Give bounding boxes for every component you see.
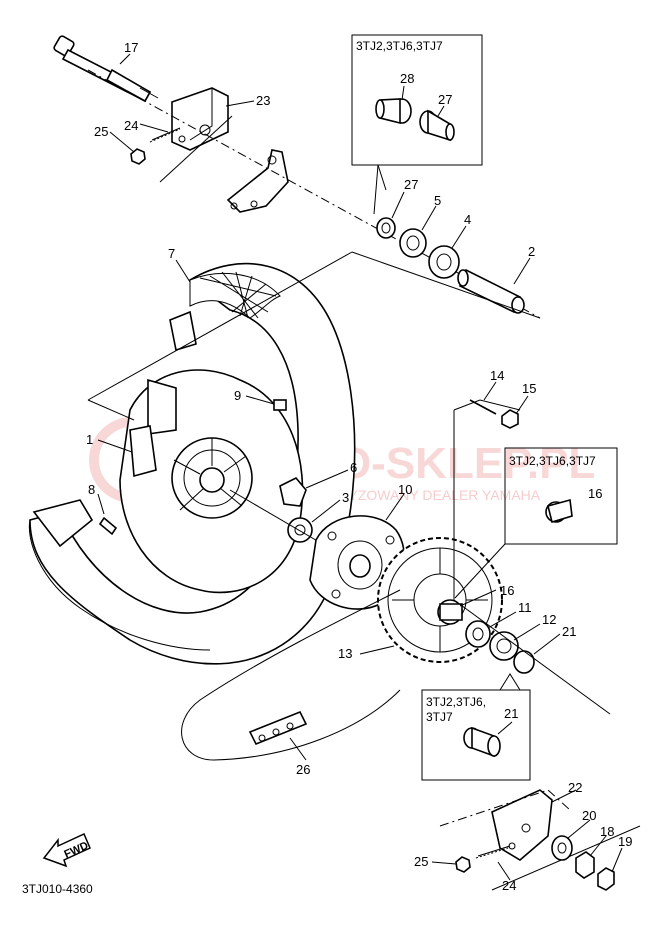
washer-20 — [551, 835, 573, 861]
nut-25-top — [130, 148, 146, 165]
nut-25-bottom — [455, 856, 471, 873]
nut-18 — [575, 851, 595, 879]
variant-box-middle: 3TJ2,3TJ6,3TJ7 — [454, 447, 618, 599]
collar-21-variant — [463, 726, 501, 758]
adjust-bolt-24-bottom — [475, 845, 511, 859]
spacer-2 — [457, 268, 525, 314]
callout-2: 2 — [528, 244, 535, 259]
watermark-sub: AUTORYZOWANY DEALER YAMAHA — [300, 487, 541, 503]
chain-adjuster-23 — [171, 87, 229, 151]
bearing-3 — [287, 517, 313, 543]
bearing-4 — [428, 245, 460, 279]
callout-labels: 17 23 24 25 28 27 27 5 4 2 7 9 1 8 6 3 1… — [86, 40, 632, 893]
callout-12: 12 — [542, 612, 556, 627]
variant-box-middle-label: 3TJ2,3TJ6,3TJ7 — [509, 454, 596, 468]
balance-weight-9 — [273, 399, 287, 411]
callout-4: 4 — [464, 212, 471, 227]
variant-box-top-label: 3TJ2,3TJ6,3TJ7 — [356, 39, 443, 53]
rear-axis-line — [453, 599, 611, 715]
callout-27-variant: 27 — [438, 92, 452, 107]
callout-11: 11 — [518, 600, 532, 615]
collar-27 — [376, 217, 396, 239]
leader-line-studs — [453, 399, 521, 411]
brake-bracket — [226, 149, 289, 213]
callout-27: 27 — [404, 177, 418, 192]
callout-21-variant: 21 — [504, 706, 518, 721]
callout-15: 15 — [522, 381, 536, 396]
nut-19 — [597, 867, 615, 891]
adjust-bolt-24 — [149, 127, 181, 143]
leader-line-axle — [351, 251, 541, 319]
leader-line-wheel — [87, 251, 353, 401]
collar-16-variant — [545, 498, 573, 524]
callout-24-top: 24 — [124, 118, 138, 133]
callout-13: 13 — [338, 646, 352, 661]
bottom-axis-line — [439, 789, 571, 827]
drawing-code: 3TJ010-4360 — [22, 882, 93, 896]
callout-20: 20 — [582, 808, 596, 823]
callout-23: 23 — [256, 93, 270, 108]
callout-8: 8 — [88, 482, 95, 497]
guide-line — [159, 115, 233, 183]
callout-10: 10 — [398, 482, 412, 497]
callout-25-bottom: 25 — [414, 854, 428, 869]
collar-28 — [375, 98, 412, 125]
nut-15 — [501, 409, 519, 429]
variant-box-bottom: 3TJ2,3TJ6, 3TJ7 — [421, 673, 531, 781]
callout-24-bottom: 24 — [502, 878, 516, 893]
callout-7: 7 — [168, 246, 175, 261]
callout-1: 1 — [86, 432, 93, 447]
bearing-5 — [399, 228, 427, 258]
leader-line-wheel-2 — [87, 399, 135, 421]
callout-5: 5 — [434, 193, 441, 208]
chain-26 — [181, 589, 401, 761]
collar-16 — [437, 599, 463, 625]
callout-17: 17 — [124, 40, 138, 55]
callout-14: 14 — [490, 368, 504, 383]
callout-16-variant: 16 — [588, 486, 602, 501]
chain-adjuster-22 — [491, 789, 553, 861]
variant-box-bottom-line2: 3TJ7 — [426, 710, 453, 724]
collar-21 — [513, 650, 535, 674]
damper-6 — [279, 477, 307, 507]
wheel-1 — [119, 369, 304, 594]
variant-box-top: 3TJ2,3TJ6,3TJ7 — [351, 34, 483, 215]
callout-3: 3 — [342, 490, 349, 505]
callout-leaders — [97, 53, 623, 881]
bearing-11 — [465, 620, 491, 648]
valve-8 — [98, 516, 118, 536]
callout-25-top: 25 — [94, 124, 108, 139]
callout-9: 9 — [234, 388, 241, 403]
variant-box-bottom-line1: 3TJ2,3TJ6, — [426, 695, 486, 709]
callout-28: 28 — [400, 71, 414, 86]
callout-21: 21 — [562, 624, 576, 639]
axle-17 — [53, 35, 159, 103]
oil-seal-12 — [489, 631, 519, 661]
callout-22: 22 — [568, 780, 582, 795]
callout-19: 19 — [618, 834, 632, 849]
callout-16: 16 — [500, 583, 514, 598]
callout-6: 6 — [350, 460, 357, 475]
forward-arrow-icon: FWD — [42, 832, 91, 868]
collar-27-variant — [419, 109, 455, 142]
callout-26: 26 — [296, 762, 310, 777]
callout-18: 18 — [600, 824, 614, 839]
